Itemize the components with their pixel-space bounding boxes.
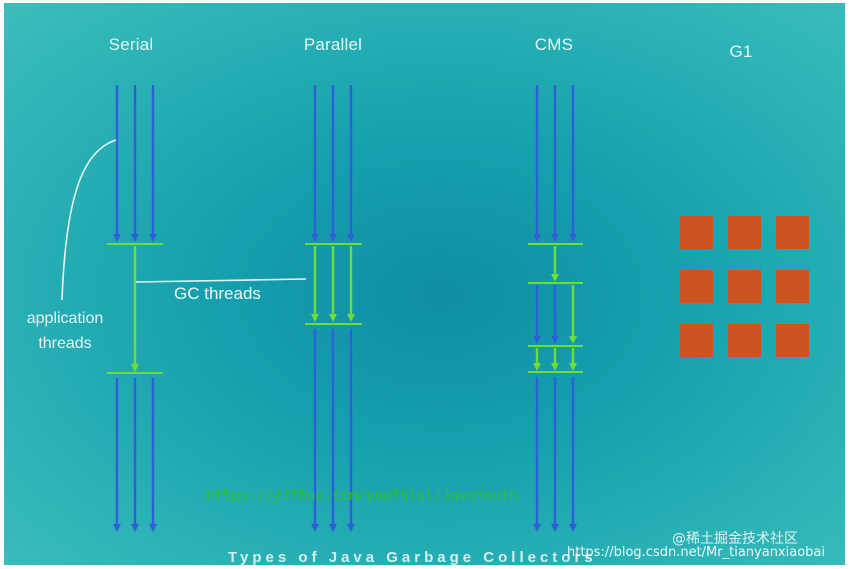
gc-threads-label: GC threads	[174, 284, 261, 303]
g1-region-2-2	[728, 270, 761, 303]
csdn-watermark: https://blog.csdn.net/Mr_tianyanxiaobai	[567, 545, 825, 560]
g1-label: G1	[729, 42, 752, 61]
g1-region-2-1	[680, 270, 713, 303]
github-url: https://github.com/youthlql/JavaYouth	[206, 488, 518, 504]
application-threads-label-line2: threads	[38, 335, 91, 352]
g1-region-2-3	[776, 270, 809, 303]
g1-region-3-3	[776, 324, 809, 357]
safepoint-bars	[107, 243, 583, 374]
footer-title: Types of Java Garbage Collectors	[228, 549, 597, 566]
application-threads	[113, 85, 577, 532]
cms-label: CMS	[535, 35, 573, 54]
g1-region-1-3	[776, 216, 809, 249]
g1-region-1-2	[728, 216, 761, 249]
parallel-label: Parallel	[304, 35, 362, 54]
gc-threads-pointer	[135, 278, 307, 283]
g1-region-1-1	[680, 216, 713, 249]
juejin-watermark: @稀土掘金技术社区	[672, 531, 798, 547]
application-threads-label-line1: application	[27, 310, 104, 327]
g1-region-3-2	[728, 324, 761, 357]
g1-region-grid	[680, 216, 809, 357]
gc-threads	[131, 246, 577, 372]
application-threads-pointer	[61, 139, 117, 301]
serial-label: Serial	[109, 35, 154, 54]
g1-region-3-1	[680, 324, 713, 357]
